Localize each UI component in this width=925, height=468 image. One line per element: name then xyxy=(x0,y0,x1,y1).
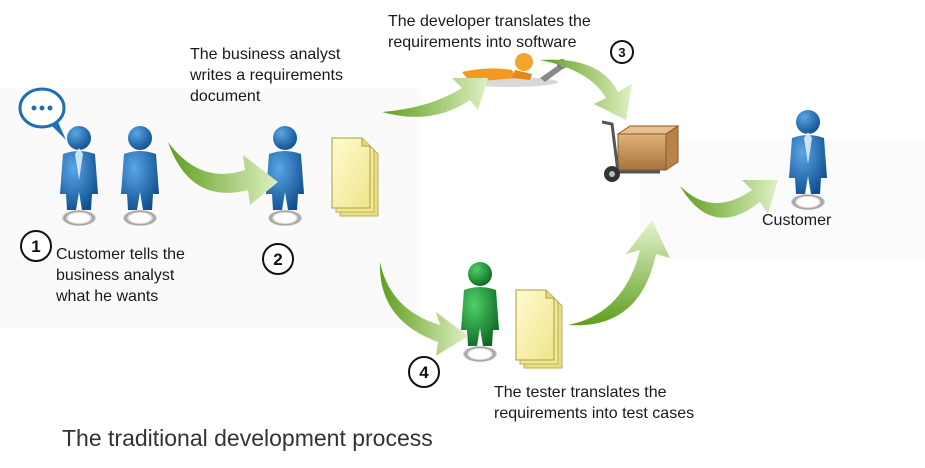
step-3-marker: 3 xyxy=(610,40,634,64)
step-1-marker: 1 xyxy=(20,230,52,262)
arrow-analyst-to-tester xyxy=(379,262,468,356)
arrow-customer-to-analyst xyxy=(168,142,278,205)
requirements-document-icon xyxy=(331,137,379,217)
step-3-number: 3 xyxy=(618,45,625,60)
hand-truck-icon xyxy=(601,120,680,182)
customer-label: Customer xyxy=(762,212,832,229)
step-1-number: 1 xyxy=(31,237,40,256)
arrow-developer-to-delivery xyxy=(540,59,632,120)
test-cases-document-icon xyxy=(515,289,563,369)
step-4-marker: 4 xyxy=(408,356,440,388)
step-2-marker: 2 xyxy=(262,243,294,275)
diagram-title: The traditional development process xyxy=(62,425,433,451)
step-1-description: Customer tells the business analyst what… xyxy=(56,246,185,305)
step-2-number: 2 xyxy=(273,250,282,269)
step-3-description: The developer translates the requirement… xyxy=(388,13,591,51)
arrow-tester-to-delivery xyxy=(568,220,670,326)
step-2-description: The business analyst writes a requiremen… xyxy=(190,46,343,105)
step-4-number: 4 xyxy=(419,363,429,382)
arrow-delivery-to-customer xyxy=(680,180,778,218)
arrow-analyst-to-developer xyxy=(382,78,488,117)
step-4-description: The tester translates the requirements i… xyxy=(494,384,695,422)
tester-person-icon xyxy=(461,262,499,362)
speech-bubble-icon xyxy=(18,87,66,140)
